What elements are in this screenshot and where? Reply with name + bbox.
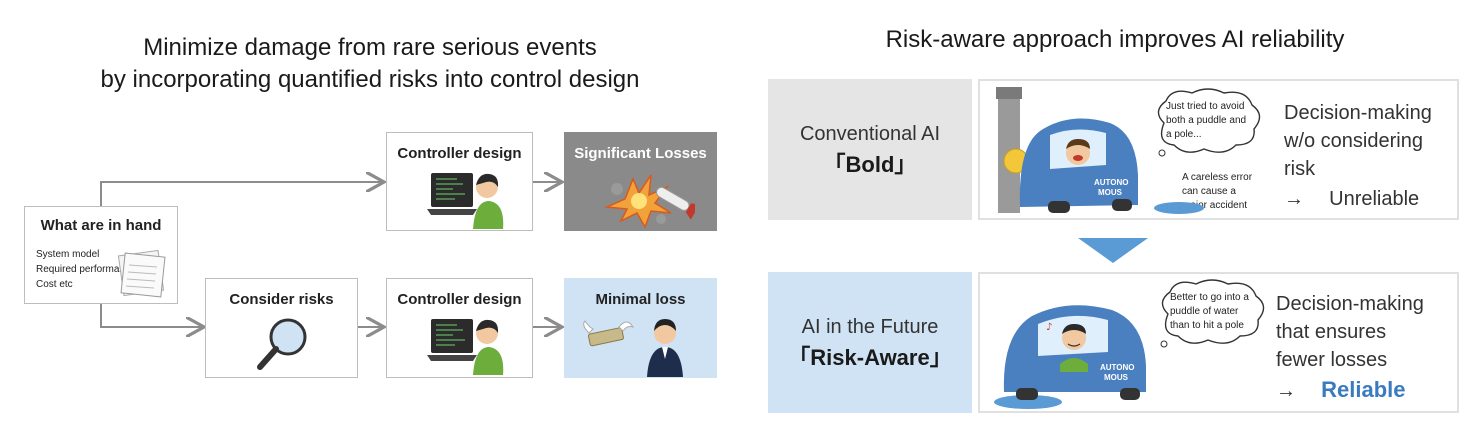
conventional-scene-frame: AUTONO MOUS Just tried to avoid both a p… (978, 79, 1459, 220)
conventional-ai-line2: 「Bold」 (824, 149, 917, 181)
future-verdict-text: Reliable (1321, 377, 1405, 402)
minimal-loss-label: Minimal loss (565, 291, 716, 308)
explosion-rocket-icon (595, 169, 695, 229)
future-scene-frame: ♪ AUTONO MOUS Better to go into a puddle… (978, 272, 1459, 413)
engineer-at-laptop-icon (427, 317, 507, 375)
conventional-bubble-line3: a pole... (1166, 128, 1256, 142)
conventional-description: Decision-making w/o considering risk → U… (1284, 99, 1458, 213)
safe-car-illustration: ♪ AUTONO MOUS (988, 280, 1158, 410)
engineer-at-laptop-icon (427, 171, 507, 229)
future-description: Decision-making that ensures fewer losse… (1276, 290, 1458, 405)
car-text-line1: AUTONO (1100, 363, 1135, 372)
significant-losses-label: Significant Losses (565, 145, 716, 162)
consider-risks-box: Consider risks (205, 278, 358, 378)
right-title: Risk-aware approach improves AI reliabil… (770, 24, 1460, 56)
conventional-ai-label-box: Conventional AI 「Bold」 (768, 79, 972, 220)
crashed-car-illustration: AUTONO MOUS (990, 87, 1150, 215)
future-bubble-line2: puddle of water (1170, 305, 1270, 319)
future-bubble-text: Better to go into a puddle of water than… (1170, 291, 1270, 333)
careless-error-line2: can cause a (1182, 185, 1272, 199)
conventional-verdict-text: Unreliable (1329, 188, 1419, 210)
future-verdict-arrow: → (1276, 380, 1296, 402)
in-hand-title: What are in hand (25, 217, 177, 234)
car-text-line1: AUTONO (1094, 178, 1129, 187)
conventional-desc-line3: risk (1284, 155, 1458, 183)
careless-error-line1: A careless error (1182, 171, 1272, 185)
future-bubble-line1: Better to go into a (1170, 291, 1270, 305)
car-text-line2: MOUS (1098, 188, 1123, 197)
future-ai-line1: AI in the Future (802, 312, 939, 342)
documents-icon (111, 245, 173, 299)
controller-design-label-bottom: Controller design (387, 291, 532, 308)
conventional-verdict: → Unreliable (1284, 185, 1458, 213)
conventional-bubble-line2: both a puddle and (1166, 114, 1256, 128)
future-desc-line3: fewer losses (1276, 346, 1458, 374)
conventional-desc-line2: w/o considering (1284, 127, 1458, 155)
music-note-icon: ♪ (1046, 322, 1052, 333)
future-ai-label-box: AI in the Future 「Risk-Aware」 (768, 272, 972, 413)
down-arrow (1078, 238, 1148, 264)
future-desc-line1: Decision-making (1276, 290, 1458, 318)
in-hand-box: What are in hand System model Required p… (24, 206, 178, 304)
consider-risks-label: Consider risks (206, 291, 357, 308)
future-ai-line2: 「Risk-Aware」 (788, 342, 951, 374)
conventional-ai-line1: Conventional AI (800, 119, 940, 149)
controller-design-label-top: Controller design (387, 145, 532, 162)
future-verdict: → Reliable (1276, 376, 1458, 405)
future-desc-line2: that ensures (1276, 318, 1458, 346)
controller-design-box-top: Controller design (386, 132, 533, 231)
controller-design-box-bottom: Controller design (386, 278, 533, 378)
car-text-line2: MOUS (1104, 373, 1129, 382)
magnifier-icon (254, 313, 314, 373)
flying-money-person-icon (579, 315, 705, 377)
significant-losses-box: Significant Losses (564, 132, 717, 231)
future-bubble-line3: than to hit a pole (1170, 319, 1270, 333)
conventional-verdict-arrow: → (1284, 188, 1304, 210)
conventional-desc-line1: Decision-making (1284, 99, 1458, 127)
conventional-bubble-line1: Just tried to avoid (1166, 100, 1256, 114)
minimal-loss-box: Minimal loss (564, 278, 717, 378)
puddle-icon (1152, 201, 1206, 215)
conventional-bubble-text: Just tried to avoid both a puddle and a … (1166, 100, 1256, 142)
